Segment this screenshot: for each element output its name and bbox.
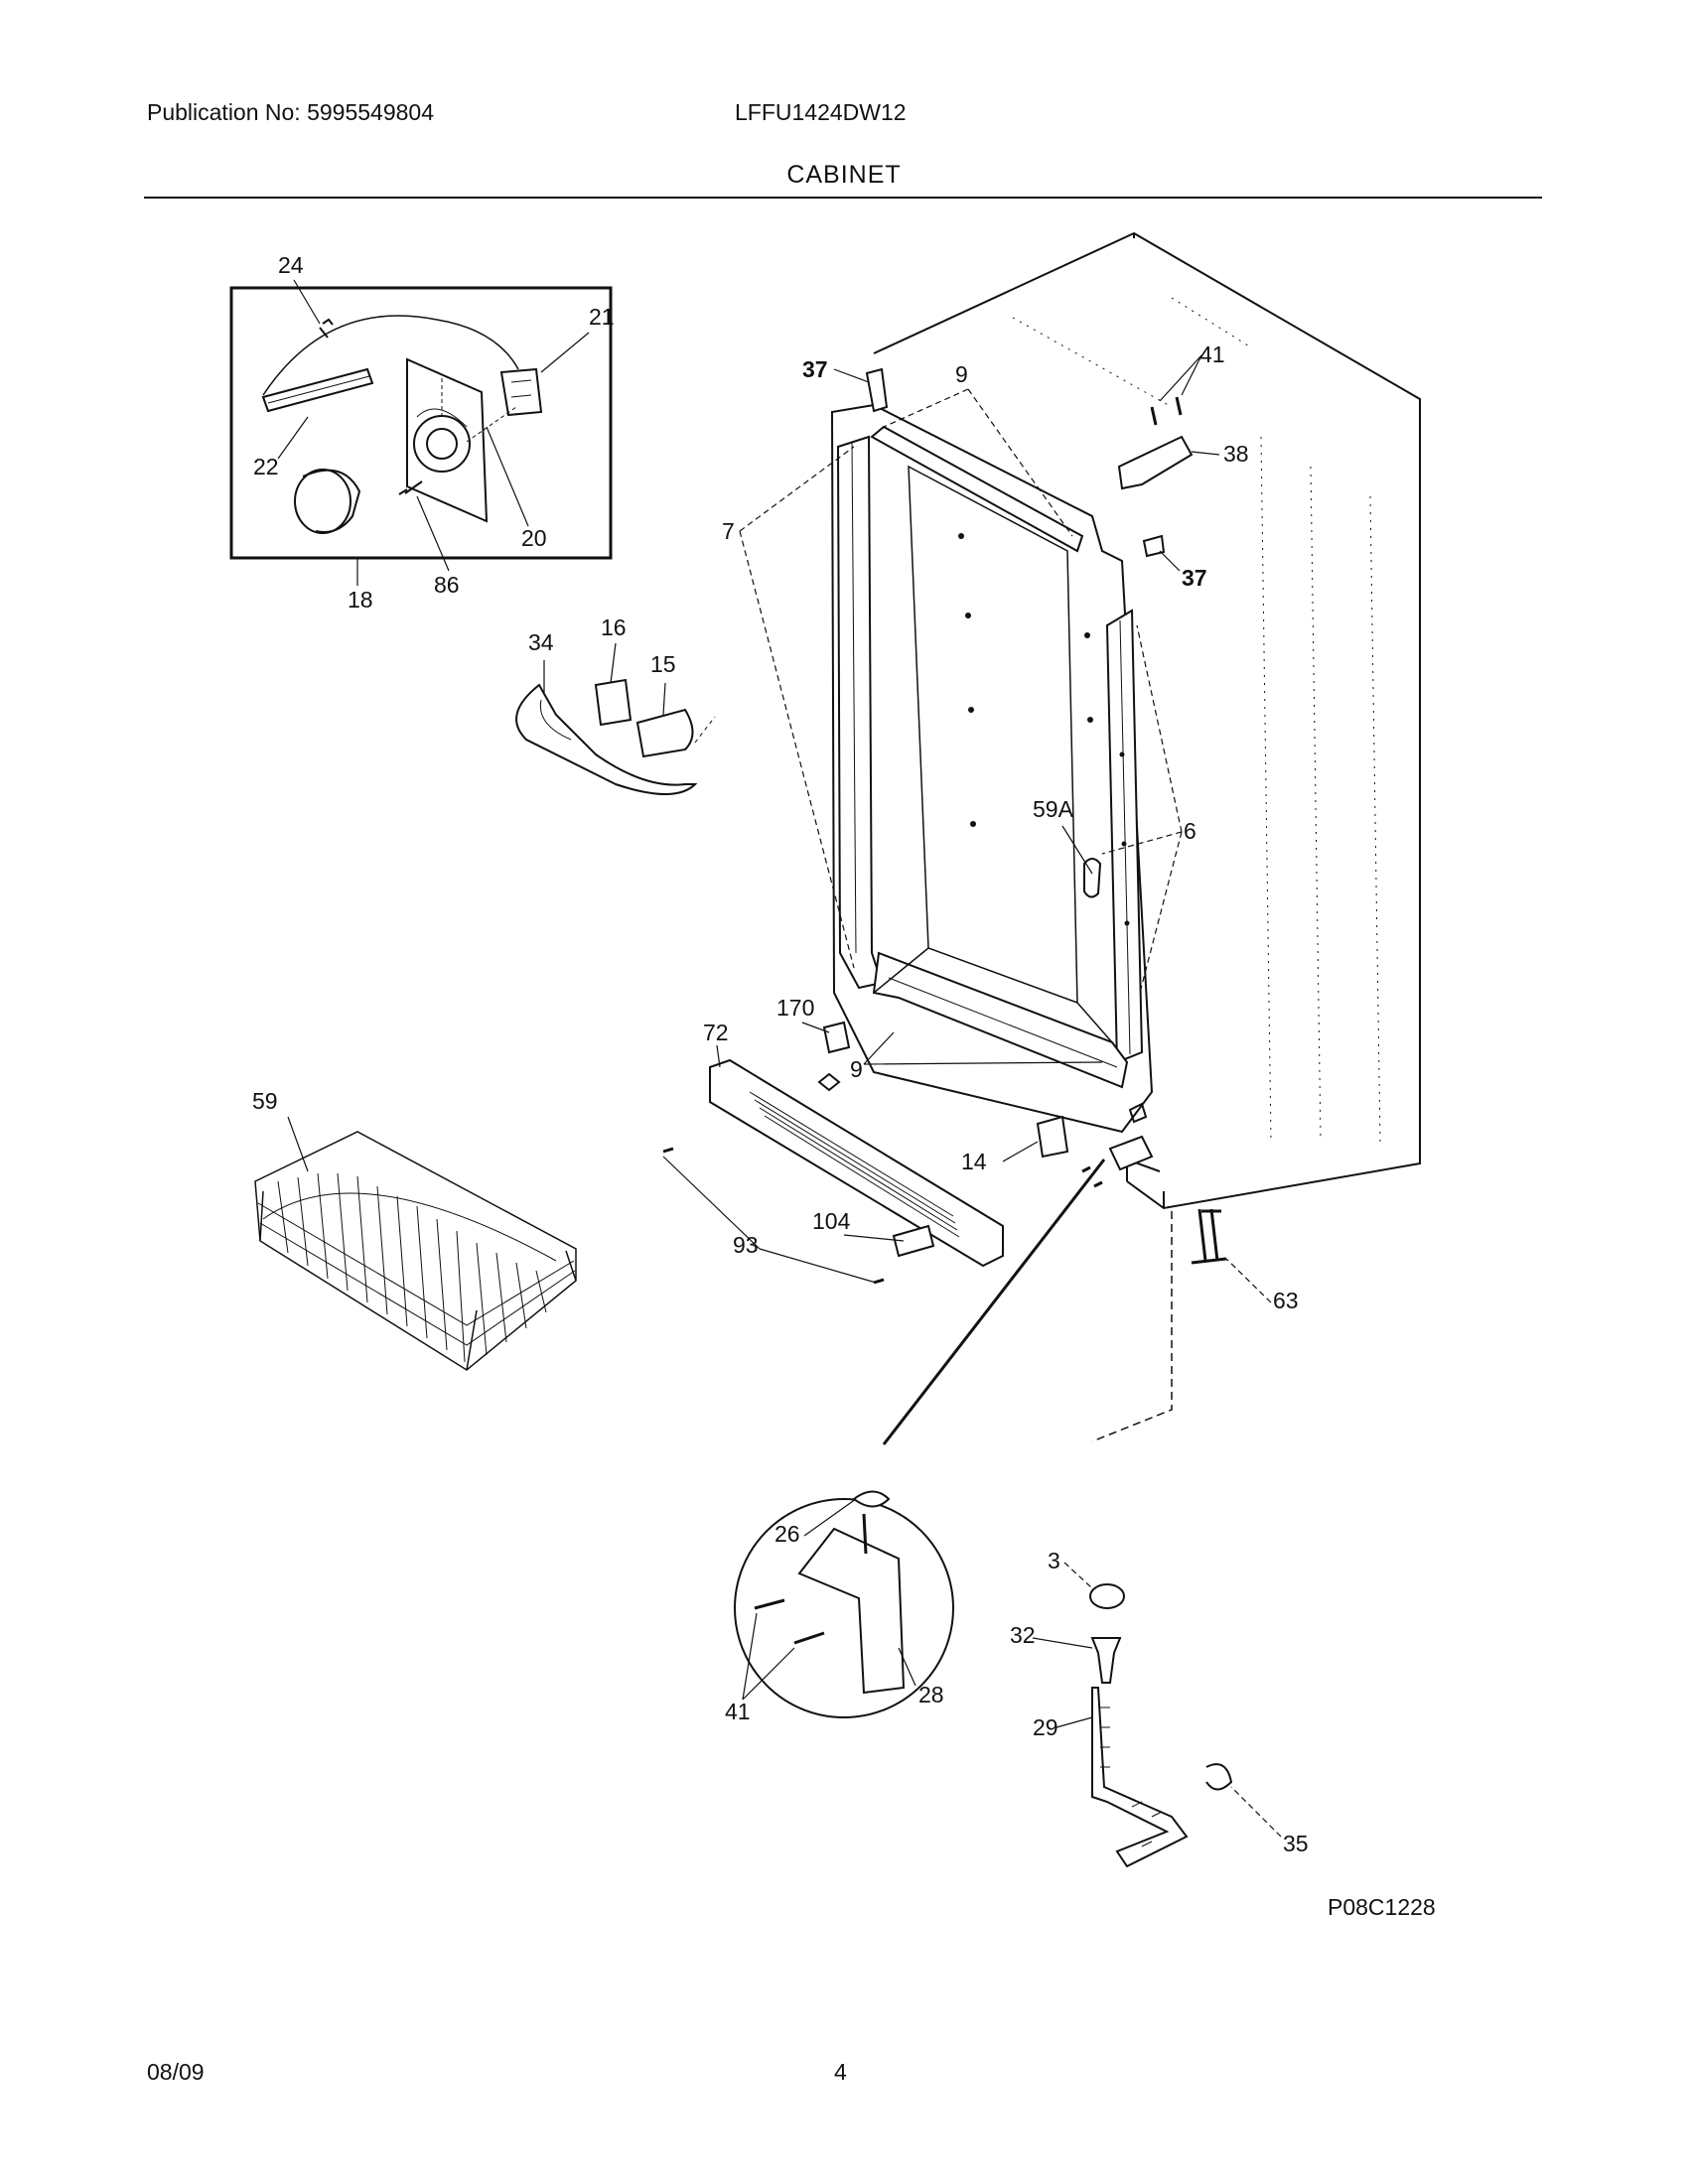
callout-35: 35 (1283, 1831, 1309, 1856)
model-number: LFFU1424DW12 (735, 99, 907, 125)
callout-26: 26 (774, 1521, 800, 1547)
cabinet-body (830, 231, 1421, 1442)
drain-parts (1089, 1583, 1233, 1868)
callout-37-right: 37 (1182, 565, 1207, 591)
section-title: CABINET (786, 161, 902, 189)
callout-37-top: 37 (802, 356, 828, 382)
light-assembly-inset (229, 286, 613, 560)
callout-22: 22 (253, 454, 279, 479)
callout-28: 28 (918, 1682, 944, 1707)
toe-grille (662, 1021, 1004, 1285)
callout-34: 34 (528, 629, 554, 655)
header-rule (144, 197, 1542, 199)
page-number: 4 (834, 2059, 847, 2085)
callout-63: 63 (1273, 1288, 1299, 1313)
footer-date: 08/09 (147, 2059, 205, 2085)
callout-9-bottom: 9 (850, 1056, 863, 1082)
callout-59A: 59A (1033, 796, 1074, 822)
publication-number: Publication No: 5995549804 (147, 99, 435, 125)
callout-6: 6 (1184, 818, 1196, 844)
callout-14: 14 (961, 1149, 987, 1174)
callout-41-bottom: 41 (725, 1699, 751, 1724)
callout-59: 59 (252, 1088, 278, 1114)
callout-38: 38 (1223, 441, 1249, 467)
callout-41-top: 41 (1199, 341, 1225, 367)
callout-9-top: 9 (955, 361, 968, 387)
callout-21: 21 (589, 304, 615, 330)
callout-32: 32 (1010, 1622, 1036, 1648)
callout-29: 29 (1033, 1714, 1058, 1740)
callout-170: 170 (776, 995, 814, 1021)
leader-lines (277, 279, 1282, 1838)
callout-7: 7 (722, 518, 735, 544)
light-shield-parts (515, 678, 716, 795)
diagram-code: P08C1228 (1328, 1894, 1436, 1920)
callout-24: 24 (278, 252, 304, 278)
callout-93: 93 (733, 1232, 759, 1258)
callout-104: 104 (812, 1208, 851, 1234)
callout-16: 16 (601, 614, 627, 640)
callout-18: 18 (348, 587, 373, 613)
callout-labels: 24 21 22 20 18 86 34 16 15 37 9 41 38 37… (252, 252, 1309, 1856)
callout-3: 3 (1048, 1548, 1060, 1573)
hinge-detail (734, 1159, 1106, 1718)
callout-72: 72 (703, 1020, 729, 1045)
callout-86: 86 (434, 572, 460, 598)
wire-basket (254, 1131, 577, 1371)
callout-20: 20 (521, 525, 547, 551)
callout-15: 15 (650, 651, 676, 677)
